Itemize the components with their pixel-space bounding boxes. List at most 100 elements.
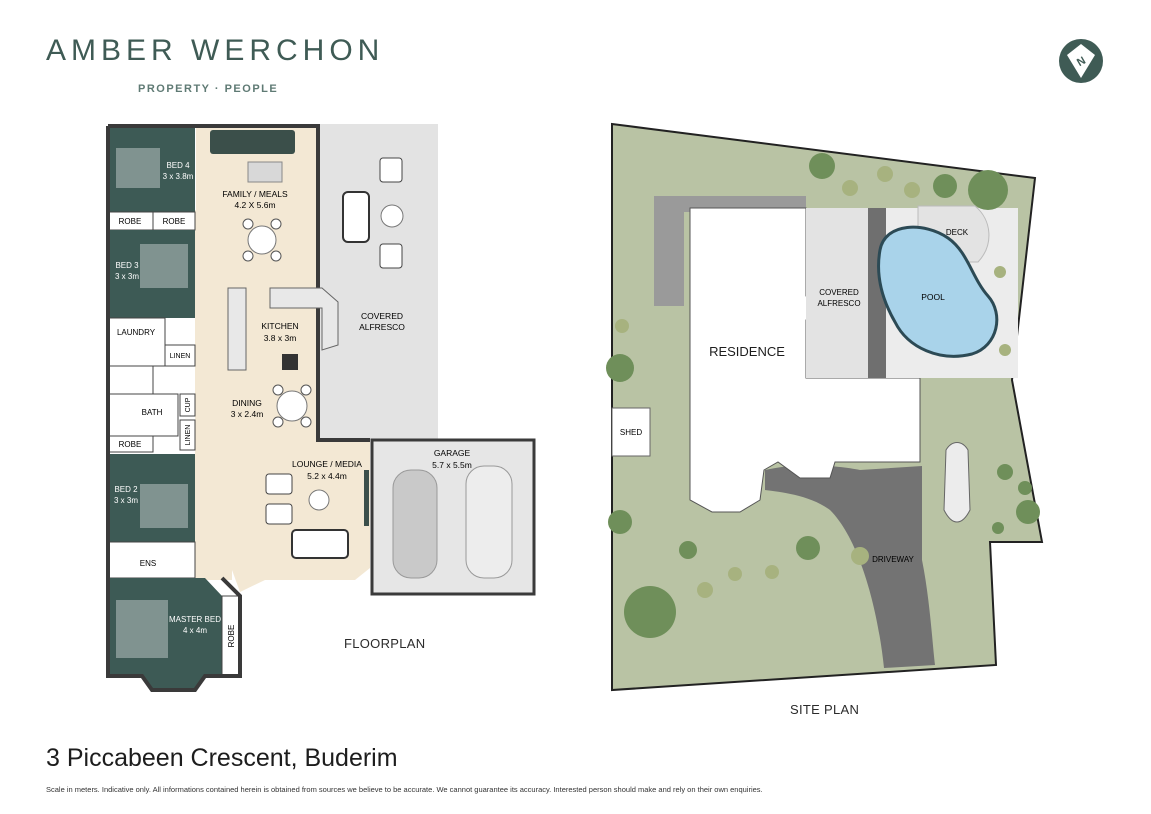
shrub-icon bbox=[728, 567, 742, 581]
meals-chair bbox=[242, 250, 254, 262]
bed3-bed bbox=[140, 244, 188, 288]
dining-chair bbox=[272, 416, 284, 428]
shrub-icon bbox=[697, 582, 713, 598]
alfresco-sofa bbox=[342, 191, 370, 243]
master-label: MASTER BED bbox=[169, 615, 221, 624]
shrub-icon bbox=[842, 180, 858, 196]
kitchen-bench bbox=[269, 287, 339, 351]
alfresco-area bbox=[320, 124, 438, 440]
site-alfresco-label-2: ALFRESCO bbox=[817, 299, 860, 308]
bed4-room bbox=[108, 126, 195, 212]
linen1-area bbox=[164, 344, 196, 367]
cooktop bbox=[282, 354, 298, 370]
shrub-icon bbox=[994, 266, 1006, 278]
dining-size: 3 x 2.4m bbox=[231, 409, 264, 419]
shrub-icon bbox=[615, 319, 629, 333]
shrub-icon bbox=[877, 166, 893, 182]
garage-label: GARAGE bbox=[434, 448, 471, 458]
bath-label: BATH bbox=[142, 408, 163, 417]
tree-icon bbox=[1016, 500, 1040, 524]
laundry-label: LAUNDRY bbox=[117, 328, 156, 337]
dining-chair bbox=[300, 384, 312, 396]
cup-label: CUP bbox=[185, 397, 192, 412]
lounge-chair bbox=[265, 503, 293, 525]
dining-chair bbox=[272, 384, 284, 396]
alfresco-chair bbox=[379, 243, 403, 269]
shed bbox=[611, 407, 651, 457]
ens-label: ENS bbox=[140, 559, 156, 568]
tree-icon bbox=[992, 522, 1004, 534]
master-bed bbox=[116, 600, 168, 658]
bath-room bbox=[107, 393, 179, 437]
paver-path bbox=[654, 196, 684, 306]
garage-size: 5.7 x 5.5m bbox=[432, 460, 472, 470]
siteplan: RESIDENCE SHED COVERED ALFRESCO POOL DEC… bbox=[606, 122, 1044, 692]
robe2-label: ROBE bbox=[163, 217, 186, 226]
linen1-label: LINEN bbox=[170, 353, 191, 360]
disclaimer: Scale in meters. Indicative only. All in… bbox=[46, 785, 763, 794]
tv-unit bbox=[364, 470, 369, 526]
bed2-label: BED 2 bbox=[114, 485, 138, 494]
car-icon bbox=[392, 469, 438, 579]
dining-label: DINING bbox=[232, 398, 262, 408]
shrub-icon bbox=[765, 565, 779, 579]
bed3-size: 3 x 3m bbox=[115, 272, 139, 281]
shrub-cluster bbox=[615, 166, 1011, 598]
family-table bbox=[247, 161, 283, 183]
dining-table bbox=[276, 390, 308, 422]
ens-room bbox=[107, 541, 196, 579]
driveway-label: DRIVEWAY bbox=[872, 555, 914, 564]
alfresco-table bbox=[380, 204, 404, 228]
robe4-label: ROBE bbox=[227, 625, 236, 648]
cup-area bbox=[179, 393, 196, 417]
meals-chair bbox=[242, 218, 254, 230]
tree-icon bbox=[809, 153, 835, 179]
wc-room bbox=[107, 365, 154, 395]
tree-icon bbox=[1018, 481, 1032, 495]
living-corridor bbox=[195, 210, 232, 580]
car-icon bbox=[465, 465, 513, 579]
bed2-bed bbox=[140, 484, 188, 528]
lounge-size: 5.2 x 4.4m bbox=[307, 471, 347, 481]
alfresco-label-1: COVERED bbox=[361, 311, 403, 321]
site-alfresco-label-1: COVERED bbox=[819, 288, 859, 297]
meals-table bbox=[247, 225, 277, 255]
tree-icon bbox=[608, 510, 632, 534]
brand-tagline: PROPERTY · PEOPLE bbox=[138, 83, 279, 95]
bed4-size: 3 x 3.8m bbox=[163, 172, 194, 181]
deck-label: DECK bbox=[946, 228, 969, 237]
linen2-label: LINEN bbox=[185, 425, 192, 446]
tree-icon bbox=[968, 170, 1008, 210]
dining-chair bbox=[300, 416, 312, 428]
robe1-label: ROBE bbox=[119, 217, 142, 226]
kitchen-back-bench bbox=[227, 287, 247, 371]
north-arrow-icon: N bbox=[1059, 39, 1103, 83]
laundry-room bbox=[107, 317, 166, 367]
tree-cluster bbox=[606, 153, 1040, 638]
pool-label: POOL bbox=[921, 292, 945, 302]
master-size: 4 x 4m bbox=[183, 626, 207, 635]
pool bbox=[877, 225, 999, 358]
linen2-area bbox=[179, 419, 196, 451]
outer-walls bbox=[106, 124, 370, 692]
tree-icon bbox=[997, 464, 1013, 480]
bed4-label: BED 4 bbox=[166, 161, 190, 170]
siteplan-label: SITE PLAN bbox=[790, 702, 860, 717]
family-sofa bbox=[210, 130, 295, 154]
family-size: 4.2 X 5.6m bbox=[234, 200, 275, 210]
meals-chair bbox=[270, 250, 282, 262]
robe3-label: ROBE bbox=[119, 440, 142, 449]
bed2-size: 3 x 3m bbox=[114, 496, 138, 505]
driveway bbox=[765, 465, 935, 668]
residence-label: RESIDENCE bbox=[709, 344, 785, 359]
tree-icon bbox=[796, 536, 820, 560]
tree-icon bbox=[679, 541, 697, 559]
kitchen-label: KITCHEN bbox=[261, 321, 298, 331]
master-room bbox=[108, 578, 222, 690]
site-alfresco bbox=[806, 208, 868, 378]
meals-chair bbox=[270, 218, 282, 230]
bed3-label: BED 3 bbox=[115, 261, 139, 270]
alfresco-chair bbox=[379, 157, 403, 183]
alfresco-label-2: ALFRESCO bbox=[359, 322, 405, 332]
boat-icon bbox=[943, 442, 971, 523]
